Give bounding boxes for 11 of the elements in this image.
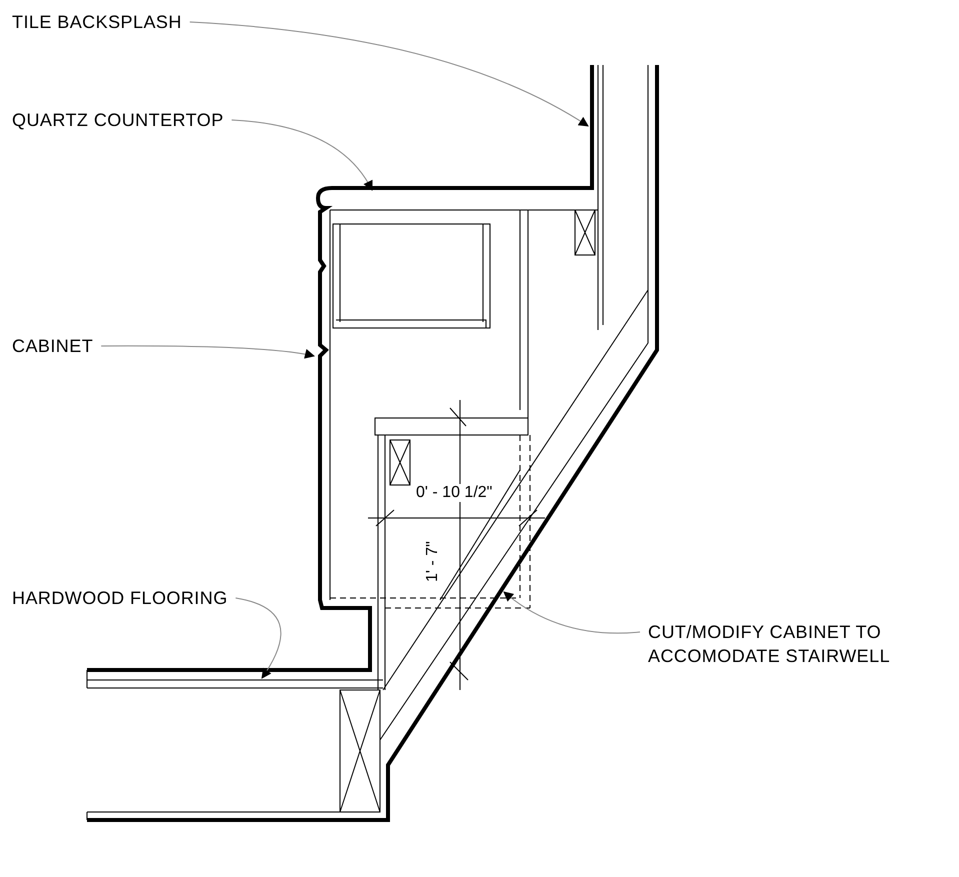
callout-label: CUT/MODIFY CABINET TO ACCOMODATE STAIRWELL <box>648 620 948 668</box>
leader-line <box>235 598 282 679</box>
leader-line <box>231 120 372 191</box>
callout-label: CABINET <box>12 334 94 358</box>
leader-line <box>503 591 640 634</box>
dimension-text: 0' - 10 1/2" <box>414 484 494 502</box>
callout-label: TILE BACKSPLASH <box>12 10 182 34</box>
leader-line <box>189 22 589 127</box>
callout-label: QUARTZ COUNTERTOP <box>12 108 224 132</box>
callout-label: HARDWOOD FLOORING <box>12 586 228 610</box>
leader-line <box>100 345 315 359</box>
